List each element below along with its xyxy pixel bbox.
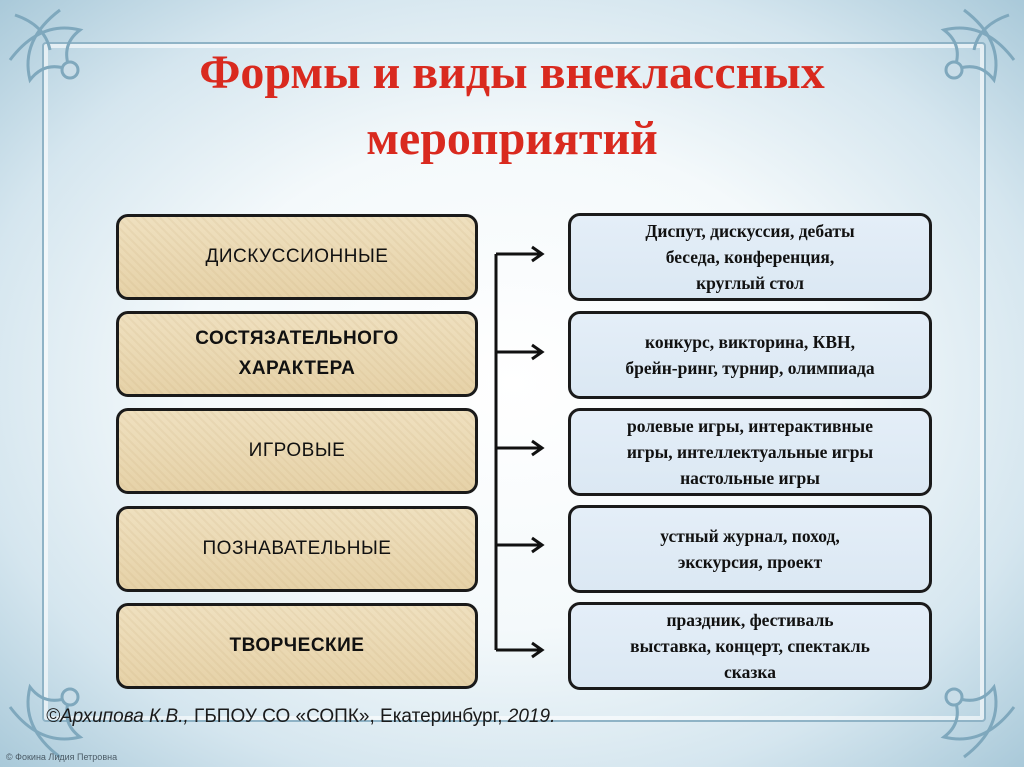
year: 2019.	[507, 706, 556, 727]
category-box-creative: ТВОРЧЕСКИЕ	[116, 603, 478, 689]
corner-ornament-icon	[8, 683, 84, 759]
category-label: ТВОРЧЕСКИЕ	[229, 635, 365, 656]
organization: ГБПОУ СО «СОПК», Екатеринбург,	[188, 706, 508, 727]
arrow-head-icon	[531, 439, 545, 457]
watermark: © Фокина Лидия Петровна	[6, 752, 118, 762]
connector-arrows	[494, 245, 545, 659]
category-box-cognitive: ПОЗНАВАТЕЛЬНЫЕ	[116, 506, 478, 592]
category-box-competitive: СОСТЯЗАТЕЛЬНОГО ХАРАКТЕРА	[116, 311, 478, 397]
description-box-game: ролевые игры, интерактивные игры, интелл…	[568, 408, 932, 496]
corner-ornament-icon	[940, 683, 1016, 759]
slide-title: Формы и виды внеклассных мероприятий	[100, 40, 924, 172]
description-box-discussion: Диспут, дискуссия, дебаты беседа, конфер…	[568, 213, 932, 301]
arrow-head-icon	[531, 245, 545, 263]
description-text: праздник, фестиваль выставка, концерт, с…	[630, 610, 870, 682]
category-box-discussion: ДИСКУССИОННЫЕ	[116, 214, 478, 300]
description-text: ролевые игры, интерактивные игры, интелл…	[626, 416, 874, 488]
description-box-cognitive: устный журнал, поход, экскурсия, проект	[568, 505, 932, 593]
corner-ornament-icon	[8, 8, 84, 84]
arrow-head-icon	[531, 641, 545, 659]
description-text: устный журнал, поход, экскурсия, проект	[660, 526, 840, 572]
corner-ornament-icon	[940, 8, 1016, 84]
category-label: СОСТЯЗАТЕЛЬНОГО ХАРАКТЕРА	[195, 328, 399, 379]
description-text: Диспут, дискуссия, дебаты беседа, конфер…	[645, 221, 855, 293]
category-label: ДИСКУССИОННЫЕ	[205, 246, 389, 267]
category-label: ИГРОВЫЕ	[248, 440, 346, 461]
arrow-head-icon	[531, 536, 545, 554]
author-credit: ©Архипова К.В., ГБПОУ СО «СОПК», Екатери…	[46, 706, 555, 728]
title-line-2: мероприятий	[366, 112, 658, 165]
inner-border	[42, 42, 986, 722]
description-box-competitive: конкурс, викторина, КВН, брейн-ринг, тур…	[568, 311, 932, 399]
description-box-creative: праздник, фестиваль выставка, концерт, с…	[568, 602, 932, 690]
arrow-head-icon	[531, 343, 545, 361]
description-text: конкурс, викторина, КВН, брейн-ринг, тур…	[625, 332, 875, 378]
title-line-1: Формы и виды внеклассных	[199, 46, 825, 99]
category-box-game: ИГРОВЫЕ	[116, 408, 478, 494]
author-name: ©Архипова К.В.,	[46, 706, 189, 727]
category-label: ПОЗНАВАТЕЛЬНЫЕ	[202, 538, 392, 559]
